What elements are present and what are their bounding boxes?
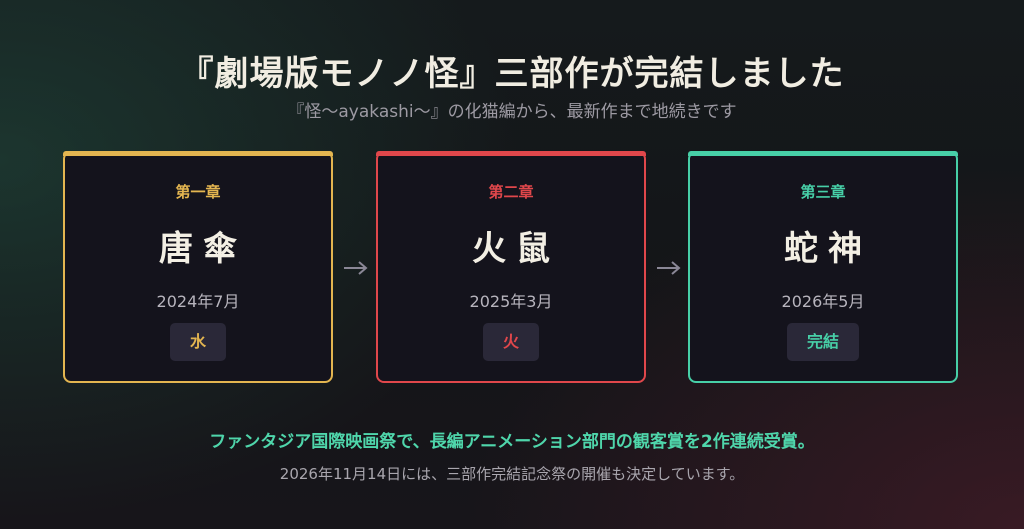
page-title: 『劇場版モノノ怪』三部作が完結しました [179, 54, 845, 94]
award-text: ファンタジア国際映画祭で、長編アニメーション部門の観客賞を2作連続受賞。 [209, 432, 815, 452]
film-title: 蛇神 [784, 229, 872, 269]
chapter-label: 第二章 [488, 183, 534, 201]
card-accent-bar [376, 151, 646, 156]
element-badge: 水 [169, 323, 227, 361]
chapter-card-3: 第三章 蛇神 2026年5月 完結 [688, 151, 958, 383]
release-date: 2024年7月 [156, 292, 240, 311]
release-date: 2026年5月 [781, 292, 865, 311]
film-title: 唐傘 [159, 229, 247, 269]
card-accent-bar [688, 151, 958, 156]
arrow-right-icon [657, 261, 681, 275]
arrow-right-icon [344, 261, 368, 275]
chapter-label: 第一章 [175, 183, 221, 201]
status-badge: 完結 [786, 323, 860, 361]
element-badge: 火 [482, 323, 540, 361]
event-note: 2026年11月14日には、三部作完結記念祭の開催も決定しています。 [279, 465, 745, 483]
chapter-card-2: 第二章 火鼠 2025年3月 火 [376, 151, 646, 383]
release-date: 2025年3月 [469, 292, 553, 311]
page-subtitle: 『怪〜ayakashi〜』の化猫編から、最新作まで地続きです [287, 102, 737, 122]
card-accent-bar [63, 151, 333, 156]
chapter-label: 第三章 [800, 183, 846, 201]
film-title: 火鼠 [472, 229, 560, 269]
chapter-card-1: 第一章 唐傘 2024年7月 水 [63, 151, 333, 383]
